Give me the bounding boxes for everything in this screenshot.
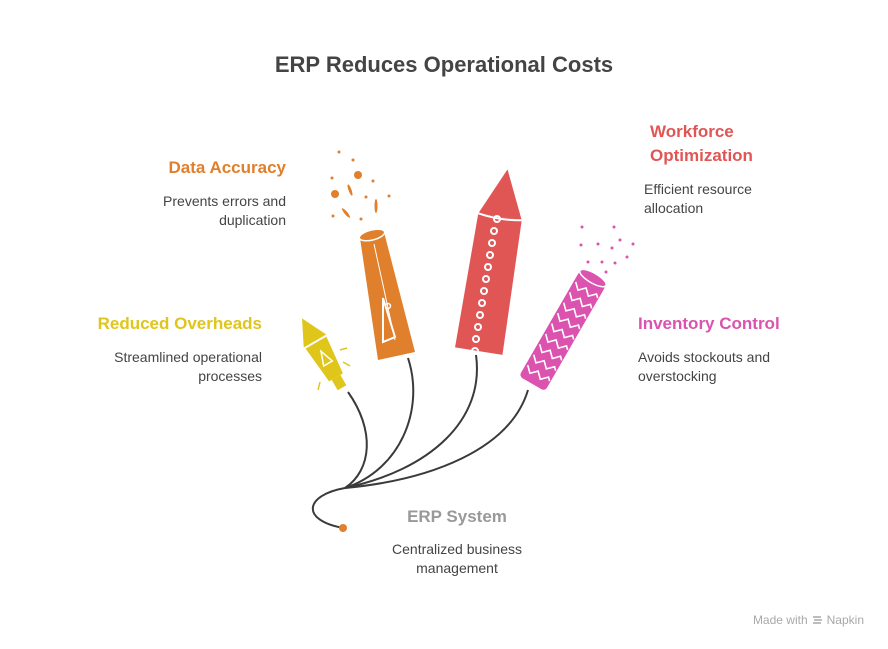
description-line: processes <box>198 368 262 384</box>
description-line: management <box>416 560 498 576</box>
reduced-overheads-description: Streamlined operational processes <box>60 348 262 386</box>
workforce-optimization-label: Workforce Optimization <box>650 120 753 168</box>
data-accuracy-label: Data Accuracy <box>168 158 287 177</box>
description-line: Avoids stockouts and <box>638 349 771 365</box>
description-line: Prevents errors and <box>163 193 286 209</box>
orange-confetti <box>330 150 391 221</box>
fuse-to-workforce <box>344 354 478 489</box>
fuse-tail <box>311 487 346 529</box>
red-rocket-dots <box>471 215 501 355</box>
erp-system-label: ERP System <box>407 507 507 526</box>
footer-brand-text: Napkin <box>826 613 864 627</box>
label-line: Workforce <box>650 122 734 141</box>
description-line: Streamlined operational <box>114 349 262 365</box>
fuse-to-inventory <box>344 389 529 489</box>
pink-tube-icon <box>520 268 607 390</box>
made-with-napkin-badge[interactable]: Made with Napkin <box>753 613 864 627</box>
label-line: Optimization <box>650 146 753 165</box>
inventory-control-description: Avoids stockouts and overstocking <box>638 348 770 386</box>
pink-confetti <box>579 225 635 274</box>
yellow-sparks <box>317 347 351 391</box>
diagram-title: ERP Reduces Operational Costs <box>274 52 614 77</box>
erp-system-description: Centralized business management <box>370 540 544 578</box>
description-line: duplication <box>219 212 286 228</box>
footer-made-with-text: Made with <box>752 613 808 627</box>
fuse-lines <box>311 354 529 529</box>
fuse-spark-dot <box>339 524 347 532</box>
description-line: overstocking <box>638 368 717 384</box>
napkin-logo-icon <box>812 615 822 624</box>
description-line: Centralized business <box>392 541 522 557</box>
fuse-to-data-accuracy <box>344 357 415 489</box>
fuse-to-reduced-overheads <box>344 391 368 489</box>
orange-cone-icon <box>358 228 415 360</box>
reduced-overheads-label: Reduced Overheads <box>97 314 262 333</box>
yellow-rocket-icon <box>302 318 347 391</box>
inventory-control-label: Inventory Control <box>638 314 780 333</box>
data-accuracy-description: Prevents errors and duplication <box>100 192 286 230</box>
red-rocket-icon <box>455 169 522 355</box>
description-line: allocation <box>644 200 704 216</box>
description-line: Efficient resource <box>644 181 752 197</box>
workforce-optimization-description: Efficient resource allocation <box>644 180 752 218</box>
